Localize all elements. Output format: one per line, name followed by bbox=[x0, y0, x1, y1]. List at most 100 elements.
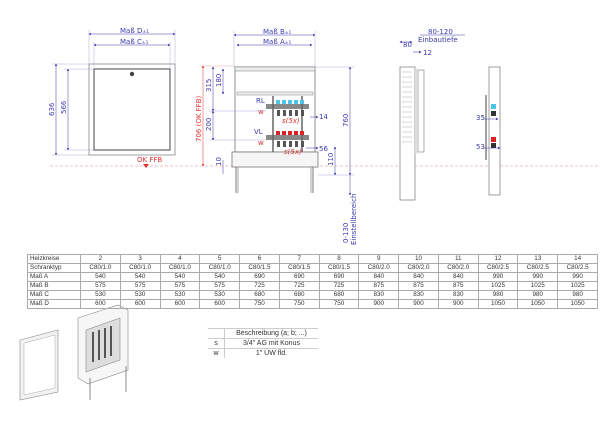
table-cell: 1050 bbox=[557, 299, 598, 309]
table-cell: C80/2.0 bbox=[437, 263, 479, 273]
table-cell: 690 bbox=[239, 272, 280, 282]
table-cell: 14 bbox=[557, 254, 598, 264]
table-cell: 8 bbox=[318, 254, 360, 264]
table-cell: 840 bbox=[437, 272, 479, 282]
table-cell: C80/1.5 bbox=[278, 263, 320, 273]
table-cell: 900 bbox=[437, 299, 479, 309]
table-cell: 530 bbox=[80, 290, 121, 300]
table-cell: C80/1.5 bbox=[239, 263, 280, 273]
table-cell: C80/2.5 bbox=[477, 263, 519, 273]
table-cell: 990 bbox=[477, 272, 519, 282]
table-cell: 540 bbox=[119, 272, 161, 282]
table-cell: 1050 bbox=[517, 299, 559, 309]
legend-text: 1" ÜW fld. bbox=[224, 348, 318, 358]
table-cell: 6 bbox=[239, 254, 280, 264]
table-cell: 830 bbox=[398, 290, 439, 300]
table-cell: C80/2.0 bbox=[358, 263, 400, 273]
table-cell: 750 bbox=[239, 299, 280, 309]
svg-text:Maß C±1: Maß C±1 bbox=[120, 38, 149, 46]
table-cell: 1025 bbox=[477, 281, 519, 291]
table-cell: 980 bbox=[557, 290, 598, 300]
table-cell: 750 bbox=[278, 299, 320, 309]
svg-text:w: w bbox=[258, 108, 264, 116]
table-cell: 725 bbox=[318, 281, 360, 291]
row-label: Maß B bbox=[27, 281, 81, 291]
table-cell: 9 bbox=[358, 254, 400, 264]
svg-text:56: 56 bbox=[319, 145, 328, 153]
table-cell: 530 bbox=[119, 290, 161, 300]
table-cell: 680 bbox=[278, 290, 320, 300]
table-cell: C80/2.5 bbox=[557, 263, 598, 273]
row-label: Maß C bbox=[27, 290, 81, 300]
table-cell: 7 bbox=[278, 254, 320, 264]
svg-text:315: 315 bbox=[205, 79, 213, 92]
table-cell: 575 bbox=[80, 281, 121, 291]
table-cell: 725 bbox=[239, 281, 280, 291]
legend-text: 3/4" AG mit Konus bbox=[224, 338, 318, 349]
table-cell: C80/1.0 bbox=[159, 263, 201, 273]
table-cell: C80/2.0 bbox=[398, 263, 439, 273]
table-cell: 750 bbox=[318, 299, 360, 309]
cabinet-3d-illustration bbox=[19, 304, 129, 401]
table-cell: 875 bbox=[358, 281, 400, 291]
table-cell: 840 bbox=[358, 272, 400, 282]
table-cell: 575 bbox=[119, 281, 161, 291]
svg-text:Einstellbereich: Einstellbereich bbox=[350, 194, 358, 245]
table-cell: 690 bbox=[318, 272, 360, 282]
legend-key: s bbox=[208, 338, 225, 349]
table-cell: 575 bbox=[159, 281, 201, 291]
svg-text:w: w bbox=[258, 139, 264, 147]
table-cell: 575 bbox=[199, 281, 241, 291]
svg-text:706 (OK FFB): 706 (OK FFB) bbox=[195, 96, 203, 142]
row-label: Schranktyp bbox=[27, 263, 81, 273]
table-cell: 13 bbox=[517, 254, 559, 264]
table-cell: 12 bbox=[477, 254, 519, 264]
svg-text:200: 200 bbox=[205, 118, 213, 131]
table-cell: 900 bbox=[358, 299, 400, 309]
table-cell: C80/1.5 bbox=[318, 263, 360, 273]
table-cell: C80/1.0 bbox=[119, 263, 161, 273]
svg-text:180: 180 bbox=[215, 74, 223, 87]
table-cell: 5 bbox=[199, 254, 241, 264]
svg-text:VL: VL bbox=[254, 128, 263, 136]
table-cell: 540 bbox=[159, 272, 201, 282]
legend-key: w bbox=[208, 348, 225, 358]
table-cell: 1025 bbox=[517, 281, 559, 291]
table-cell: 540 bbox=[199, 272, 241, 282]
table-cell: 980 bbox=[477, 290, 519, 300]
table-cell: 530 bbox=[159, 290, 201, 300]
table-cell: 4 bbox=[159, 254, 201, 264]
front-view: Maß D±1 Maß C±1 636 566 OK FFB bbox=[48, 27, 176, 168]
svg-text:636: 636 bbox=[48, 102, 56, 116]
svg-text:53: 53 bbox=[476, 143, 485, 151]
row-label: Heizkreise bbox=[27, 254, 81, 264]
table-cell: 980 bbox=[517, 290, 559, 300]
table-cell: 600 bbox=[119, 299, 161, 309]
table-cell: 3 bbox=[119, 254, 161, 264]
table-cell: 990 bbox=[517, 272, 559, 282]
table-cell: 530 bbox=[199, 290, 241, 300]
table-cell: 600 bbox=[80, 299, 121, 309]
table-cell: 2 bbox=[80, 254, 121, 264]
table-cell: C80/1.0 bbox=[80, 263, 121, 273]
table-cell: C80/2.5 bbox=[517, 263, 559, 273]
svg-text:RL: RL bbox=[256, 97, 265, 105]
table-cell: 11 bbox=[437, 254, 479, 264]
side-view: 80-120 Einbautiefe 80 12 bbox=[399, 28, 465, 201]
svg-text:12: 12 bbox=[423, 49, 432, 57]
svg-text:10: 10 bbox=[215, 157, 223, 166]
table-cell: 830 bbox=[437, 290, 479, 300]
table-cell: 10 bbox=[398, 254, 439, 264]
table-cell: 680 bbox=[318, 290, 360, 300]
svg-text:760: 760 bbox=[342, 114, 350, 127]
svg-text:Maß A±1: Maß A±1 bbox=[263, 38, 292, 46]
svg-text:Maß B±1: Maß B±1 bbox=[263, 28, 292, 36]
svg-text:110: 110 bbox=[327, 153, 335, 166]
svg-text:Maß D±1: Maß D±1 bbox=[120, 27, 149, 35]
table-cell: 830 bbox=[358, 290, 400, 300]
svg-text:80-120: 80-120 bbox=[428, 28, 453, 36]
